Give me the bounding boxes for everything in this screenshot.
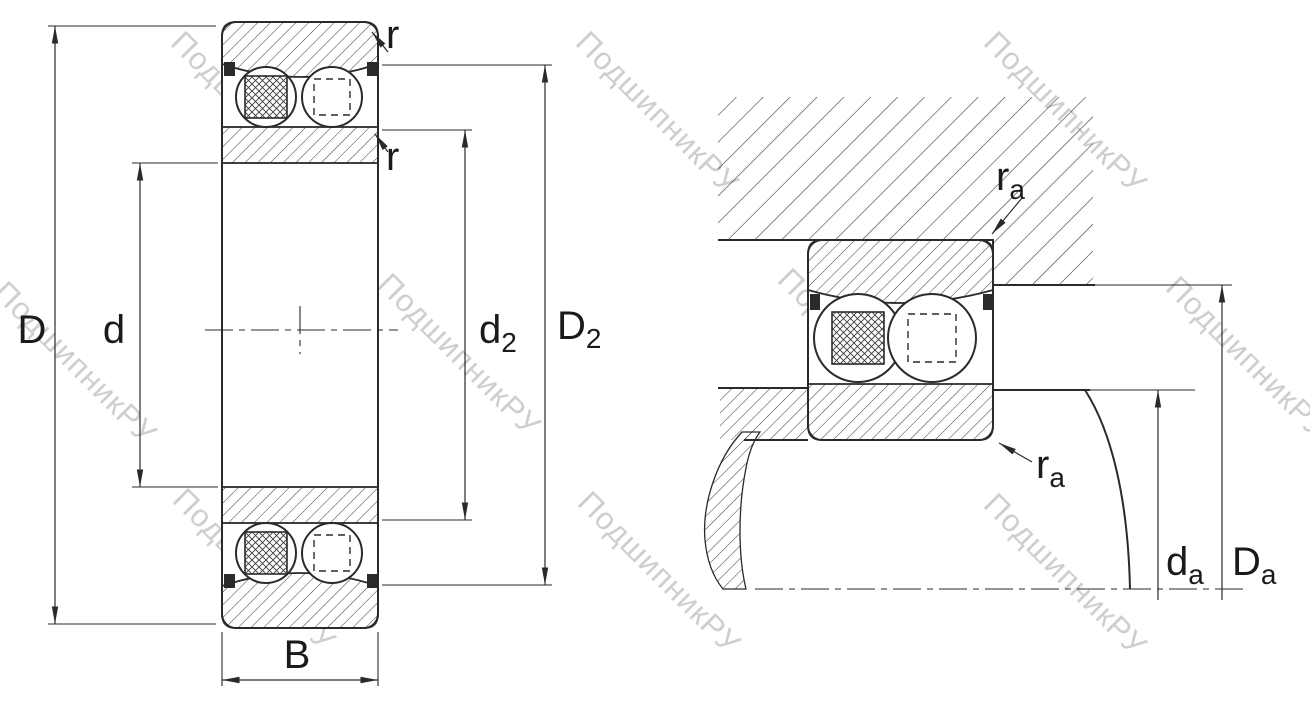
extension-lines-d2 [382, 129, 472, 521]
cage-section-crosshatch [244, 75, 288, 119]
label-D: D [18, 308, 47, 352]
label-Da: Da [1232, 540, 1277, 590]
label-D2: D2 [557, 304, 601, 354]
cage-outline-dashed [313, 534, 351, 572]
ball-row [813, 293, 977, 383]
label-B: B [284, 633, 311, 677]
leader-ra-shaft [998, 442, 1033, 463]
inner-ring-top-section [221, 126, 379, 164]
shaft-shoulder-section [720, 388, 808, 440]
inner-ring-bottom-section [221, 486, 379, 524]
housing-hatch [718, 97, 1093, 285]
label-d2: d2 [479, 308, 517, 358]
ball [887, 293, 977, 383]
outer-ring-section [807, 239, 994, 304]
watermark: ПодшипникРУ [0, 274, 164, 450]
leader-ra-housing [991, 197, 1023, 235]
centerline-left-view [205, 306, 398, 354]
extension-lines-d [132, 162, 218, 488]
watermark: ПодшипникРУ [977, 486, 1153, 662]
outer-ring-top-section [221, 21, 379, 78]
watermark: ПодшипникРУ [371, 266, 547, 442]
dimensions: D d d2 D2 B r r ra ra [18, 13, 1277, 686]
inner-ring-section [807, 383, 994, 441]
extension-lines-D2 [382, 64, 552, 586]
watermark: ПодшипникРУ [1159, 269, 1310, 445]
leader-r-outer [371, 31, 389, 53]
ball [301, 522, 363, 584]
watermark-layer: ПодшипникРУ ПодшипникРУ ПодшипникРУ Подш… [0, 24, 1310, 662]
leader-r-inner [374, 133, 389, 153]
shaft-broken-section [703, 431, 762, 590]
outer-ring-bottom-section [221, 572, 379, 629]
label-ra-housing: ra [996, 155, 1025, 205]
label-d: d [103, 308, 125, 352]
label-da: da [1166, 540, 1204, 590]
cage-outline-dashed [907, 313, 957, 363]
label-r-outer: r [386, 13, 399, 57]
label-r-inner: r [386, 135, 399, 179]
extension-lines-D [48, 25, 216, 625]
right-mounting-view [703, 97, 1243, 590]
shaft-fillet-curve [1084, 389, 1131, 590]
cage-section-crosshatch [831, 311, 885, 365]
cage-section-crosshatch [244, 531, 288, 575]
left-section-view [205, 21, 398, 629]
ball [301, 66, 363, 128]
ball-row-bottom [235, 522, 363, 584]
ball-row-top [235, 66, 363, 128]
cage-outline-dashed [313, 78, 351, 116]
label-ra-shaft: ra [1036, 443, 1065, 493]
